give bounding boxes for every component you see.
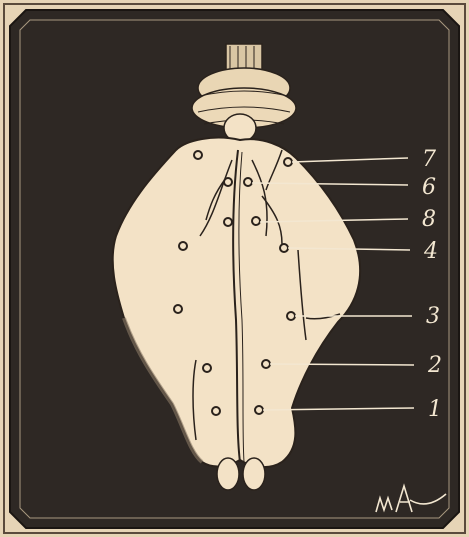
label-2: 2	[427, 353, 442, 378]
pin-marker	[203, 364, 211, 372]
pin-marker	[262, 360, 270, 368]
pin-marker	[194, 151, 202, 159]
label-8: 8	[422, 207, 436, 232]
label-6: 6	[422, 175, 436, 200]
pin-marker	[212, 407, 220, 415]
label-1: 1	[428, 397, 442, 422]
label-3: 3	[426, 304, 440, 329]
label-7: 7	[422, 147, 436, 172]
pin-marker	[244, 178, 252, 186]
pin-marker	[252, 217, 260, 225]
pin-marker	[287, 312, 295, 320]
pin-marker	[224, 218, 232, 226]
pin-marker	[224, 178, 232, 186]
leader-2	[270, 364, 414, 365]
pin-marker	[255, 406, 263, 414]
pin-marker	[179, 242, 187, 250]
pin-marker	[280, 244, 288, 252]
label-4: 4	[423, 239, 438, 264]
pin-marker	[284, 158, 292, 166]
pin-marker	[174, 305, 182, 313]
